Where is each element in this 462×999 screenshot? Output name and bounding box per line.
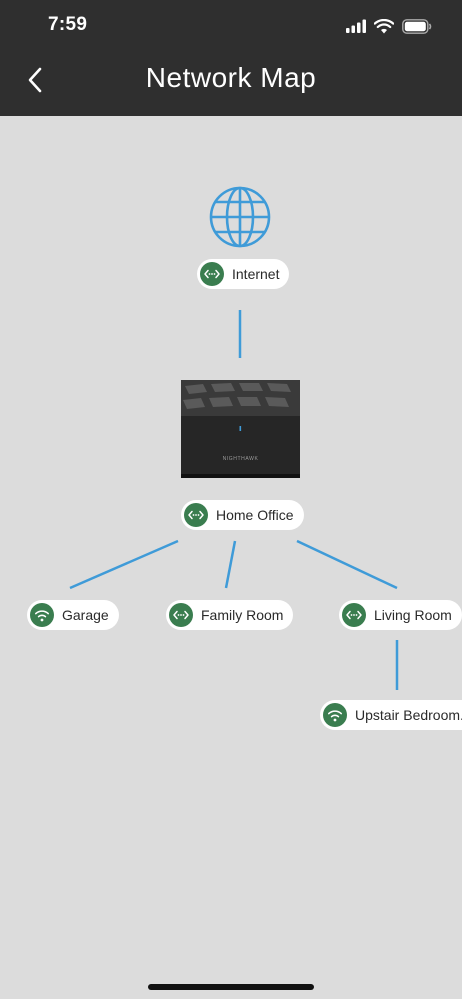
link-homeoffice-familyroom xyxy=(224,540,237,589)
chevron-left-icon xyxy=(28,67,42,93)
back-button[interactable] xyxy=(20,60,50,100)
home-indicator[interactable] xyxy=(148,984,314,990)
node-label: Internet xyxy=(232,266,280,282)
ethernet-arrows-icon xyxy=(184,503,208,527)
node-internet[interactable]: Internet xyxy=(197,259,290,289)
ethernet-arrows-icon xyxy=(169,603,193,627)
status-icons xyxy=(346,16,432,36)
node-living-room[interactable]: Living Room xyxy=(339,600,462,630)
status-time: 7:59 xyxy=(48,14,88,35)
link-homeoffice-livingroom xyxy=(296,539,398,590)
wifi-icon xyxy=(323,703,347,727)
wifi-icon xyxy=(30,603,54,627)
node-family-room[interactable]: Family Room xyxy=(166,600,294,630)
node-label: Family Room xyxy=(201,607,284,623)
globe-icon[interactable] xyxy=(208,185,272,249)
battery-icon xyxy=(402,18,432,34)
cellular-signal-icon xyxy=(346,19,366,33)
node-garage[interactable]: Garage xyxy=(27,600,119,630)
router-image[interactable]: NIGHTHAWK xyxy=(181,380,300,478)
wifi-status-icon xyxy=(374,18,394,33)
node-label: Living Room xyxy=(374,607,452,623)
node-home-office[interactable]: Home Office xyxy=(181,500,304,530)
node-label: Upstair Bedroom... xyxy=(355,707,462,723)
router-brand: NIGHTHAWK xyxy=(223,456,259,462)
ethernet-arrows-icon xyxy=(342,603,366,627)
page-title: Network Map xyxy=(145,62,317,93)
node-label: Garage xyxy=(62,607,109,623)
node-upstair-bedroom[interactable]: Upstair Bedroom... xyxy=(320,700,462,730)
ethernet-arrows-icon xyxy=(200,262,224,286)
node-label: Home Office xyxy=(216,507,294,523)
link-homeoffice-garage xyxy=(69,539,179,590)
top-bar: 7:59 Network Map xyxy=(0,0,462,116)
